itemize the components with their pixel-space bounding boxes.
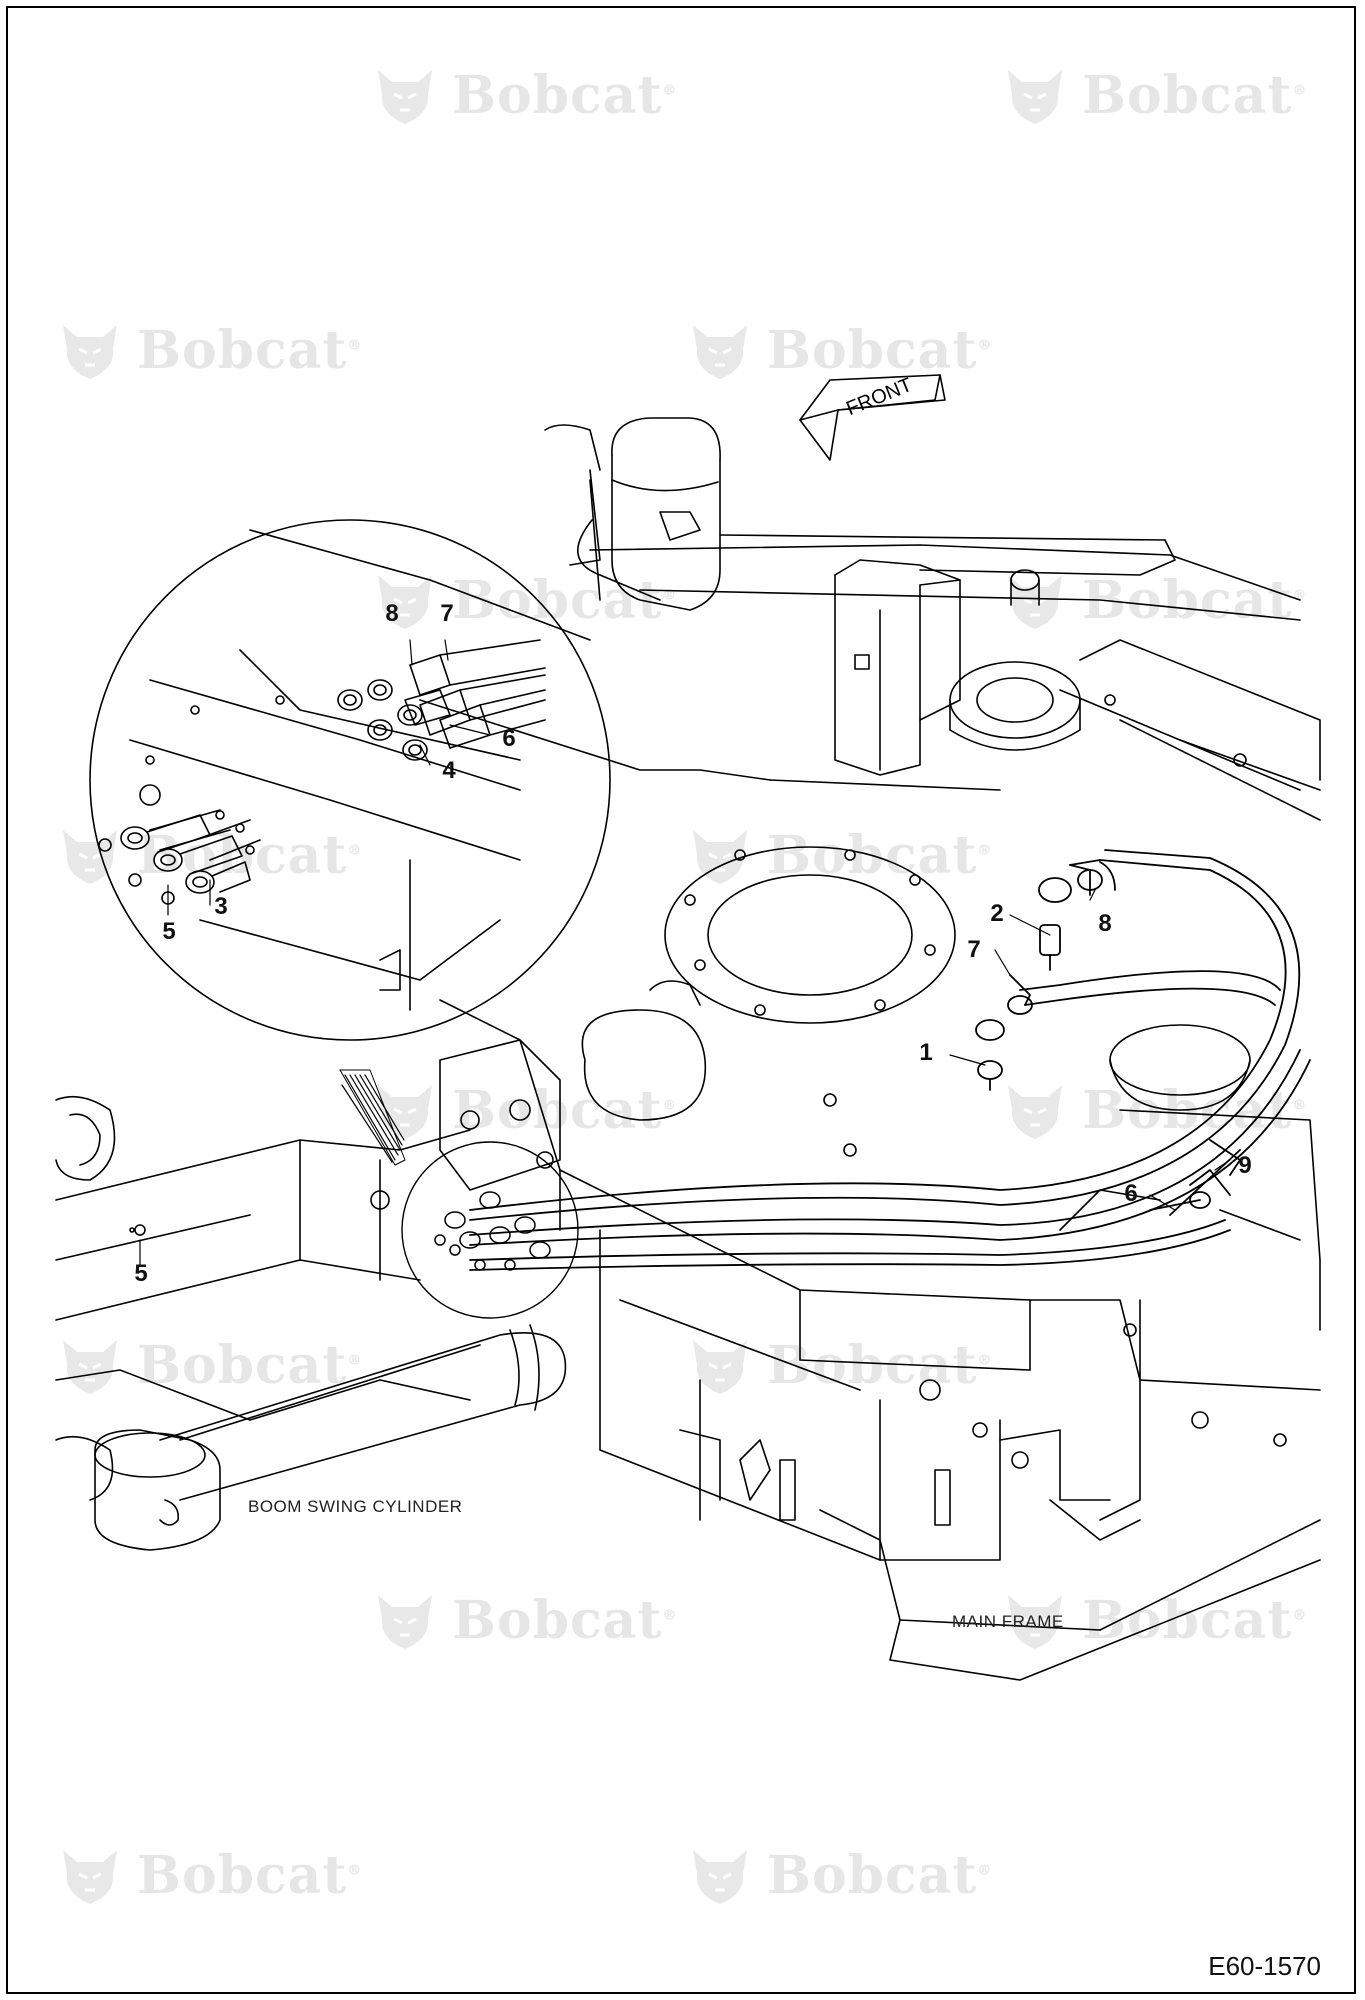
watermark-brand-text: Bobcat® (452, 64, 678, 126)
bobcat-logo-icon (378, 575, 432, 629)
registered-mark: ® (977, 337, 993, 354)
bobcat-watermark: Bobcat® (55, 315, 362, 385)
watermark-brand-text: Bobcat® (1082, 64, 1308, 126)
main-deck-plate (419, 699, 1321, 1681)
boom-swing-cylinder-label: BOOM SWING CYLINDER (248, 1497, 463, 1516)
watermark-brand-text: Bobcat® (1082, 569, 1308, 631)
watermark-brand-text: Bobcat® (767, 1844, 993, 1906)
detail-magnified-view (89, 519, 611, 1041)
callout-6: 6 (1124, 1180, 1138, 1207)
bobcat-logo-icon (693, 830, 747, 884)
registered-mark: ® (977, 1862, 993, 1879)
drawing-code: E60-1570 (1208, 1951, 1321, 1981)
callout-7-detail: 7 (440, 600, 454, 627)
bobcat-logo-icon (378, 70, 432, 124)
callout-9: 9 (1238, 1152, 1252, 1179)
bobcat-watermark: Bobcat® (370, 1075, 677, 1145)
watermark-brand-text: Bobcat® (452, 1589, 678, 1651)
callout-4-detail: 4 (442, 757, 456, 784)
callout-6-detail: 6 (502, 725, 516, 752)
bobcat-logo-icon (1008, 1085, 1062, 1139)
registered-mark: ® (977, 842, 993, 859)
bobcat-logo-icon (1008, 70, 1062, 124)
bobcat-logo-icon (1008, 1595, 1062, 1649)
bobcat-logo-icon (63, 830, 117, 884)
registered-mark: ® (662, 1097, 678, 1114)
watermark-brand-text: Bobcat® (137, 1334, 363, 1396)
watermark-brand-text: Bobcat® (1082, 1589, 1308, 1651)
front-direction-arrow: FRONT (799, 374, 946, 461)
callout-2: 2 (990, 900, 1004, 927)
callout-5: 5 (134, 1260, 148, 1287)
callout-5-detail: 5 (162, 918, 176, 945)
bobcat-watermark: Bobcat® (370, 60, 677, 130)
bobcat-watermark: Bobcat® (685, 315, 992, 385)
diagram-border (6, 6, 1356, 1994)
bobcat-watermark: Bobcat® (1000, 1585, 1307, 1655)
callout-7: 7 (967, 936, 981, 963)
front-arrow-label: FRONT (843, 374, 915, 420)
boom-swing-area (55, 1039, 567, 1551)
bobcat-logo-icon (693, 1340, 747, 1394)
hose-routing (401, 849, 1311, 1319)
callout-1: 1 (919, 1039, 933, 1066)
registered-mark: ® (347, 337, 363, 354)
callout-leader-lines (139, 639, 1231, 1266)
registered-mark: ® (1292, 82, 1308, 99)
callout-8-detail: 8 (385, 600, 399, 627)
registered-mark: ® (347, 842, 363, 859)
registered-mark: ® (662, 1607, 678, 1624)
bobcat-watermark: Bobcat® (685, 1840, 992, 1910)
watermark-brand-text: Bobcat® (452, 1079, 678, 1141)
bobcat-logo-icon (378, 1595, 432, 1649)
bobcat-logo-icon (63, 325, 117, 379)
bobcat-watermark: Bobcat® (55, 1330, 362, 1400)
bobcat-logo-icon (1008, 575, 1062, 629)
watermark-brand-text: Bobcat® (137, 319, 363, 381)
upper-frame-linework (544, 417, 1321, 821)
bobcat-watermark: Bobcat® (1000, 60, 1307, 130)
guard-frame (249, 479, 601, 641)
bobcat-logo-icon (693, 325, 747, 379)
bobcat-watermark: Bobcat® (370, 565, 677, 635)
registered-mark: ® (347, 1862, 363, 1879)
watermark-brand-text: Bobcat® (767, 319, 993, 381)
bobcat-watermark: Bobcat® (55, 1840, 362, 1910)
bobcat-logo-icon (63, 1340, 117, 1394)
registered-mark: ® (977, 1352, 993, 1369)
callout-8: 8 (1098, 910, 1112, 937)
main-frame-label: MAIN FRAME (952, 1612, 1064, 1631)
registered-mark: ® (1292, 1607, 1308, 1624)
registered-mark: ® (1292, 1097, 1308, 1114)
callout-3-detail: 3 (214, 893, 228, 920)
bobcat-watermark: Bobcat® (1000, 565, 1307, 635)
watermark-brand-text: Bobcat® (137, 1844, 363, 1906)
registered-mark: ® (347, 1352, 363, 1369)
bobcat-logo-icon (63, 1850, 117, 1904)
bobcat-watermark: Bobcat® (370, 1585, 677, 1655)
bobcat-logo-icon (693, 1850, 747, 1904)
registered-mark: ® (662, 82, 678, 99)
bobcat-watermark: Bobcat® (685, 1330, 992, 1400)
watermark-brand-text: Bobcat® (767, 1334, 993, 1396)
